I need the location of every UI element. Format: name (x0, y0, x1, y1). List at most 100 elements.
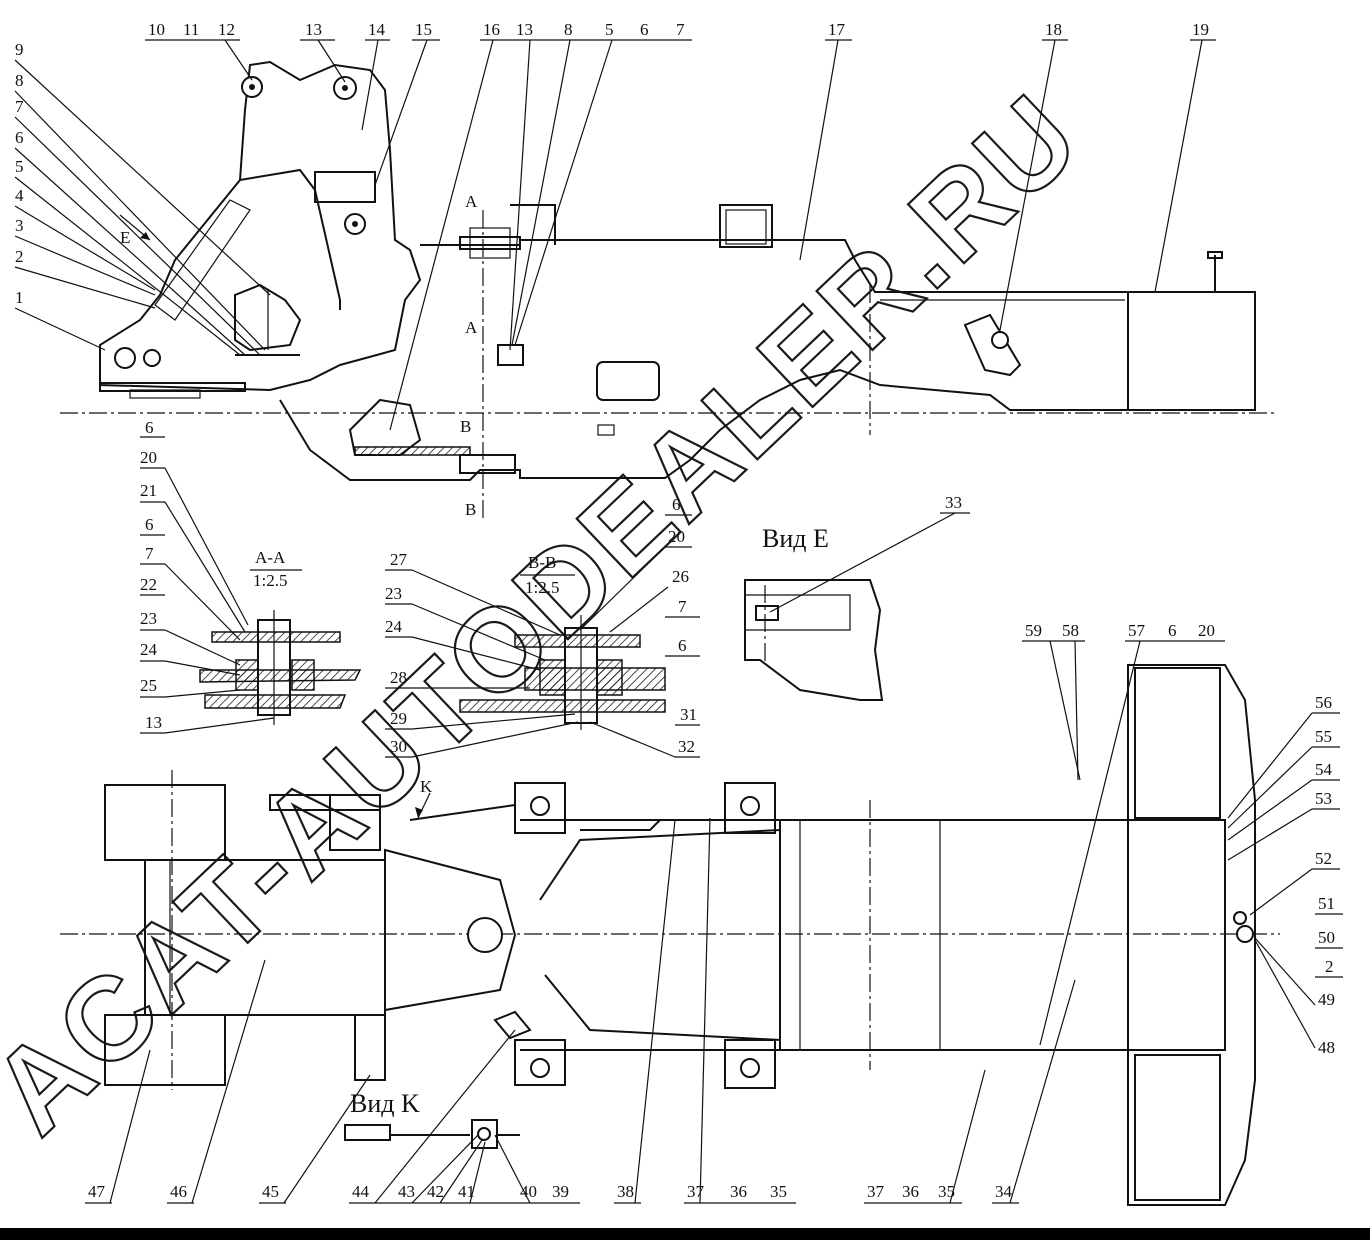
callout: 19 (1192, 20, 1209, 39)
callout: 48 (1318, 1038, 1335, 1057)
callout: 58 (1062, 621, 1079, 640)
callout: 1 (15, 288, 24, 307)
callout: 36 (902, 1182, 919, 1201)
callout: 35 (938, 1182, 955, 1201)
callouts-right-column: 56 55 54 53 52 51 50 2 49 48 (1227, 693, 1343, 1057)
bottom-border-bar (0, 1228, 1370, 1240)
callout: 7 (678, 597, 687, 616)
callout: 17 (828, 20, 846, 39)
callout: 9 (15, 40, 24, 59)
view-k-title: Вид K (350, 1089, 420, 1118)
callout: 7 (145, 544, 154, 563)
callout: 2 (1325, 957, 1334, 976)
callout: 33 (945, 493, 962, 512)
callout: 34 (995, 1182, 1013, 1201)
callout: 59 (1025, 621, 1042, 640)
callout: 56 (1315, 693, 1332, 712)
callout: 20 (1198, 621, 1215, 640)
callout: 6 (672, 495, 681, 514)
callout: 25 (140, 676, 157, 695)
callout: 49 (1318, 990, 1335, 1009)
cut-b-bottom-label: B (465, 500, 476, 519)
callout: 18 (1045, 20, 1062, 39)
callout: 50 (1318, 928, 1335, 947)
callout: 7 (15, 97, 24, 116)
callouts-top-row: 10 11 12 13 14 15 16 13 8 5 6 7 17 18 19 (145, 20, 1216, 431)
callout: 35 (770, 1182, 787, 1201)
callout: 6 (1168, 621, 1177, 640)
section-bb-scale: 1:2.5 (525, 578, 559, 597)
callout: 39 (552, 1182, 569, 1201)
callout: 11 (183, 20, 199, 39)
callout: 37 (687, 1182, 705, 1201)
section-b-b (459, 574, 666, 730)
callout: 46 (170, 1182, 187, 1201)
callout: 43 (398, 1182, 415, 1201)
callout: 4 (15, 186, 24, 205)
callout: 8 (15, 71, 24, 90)
callout: 2 (15, 247, 24, 266)
callout: 7 (676, 20, 685, 39)
callout: 51 (1318, 894, 1335, 913)
callout: 47 (88, 1182, 106, 1201)
cut-a-top-label: A (465, 192, 478, 211)
callout: 14 (368, 20, 386, 39)
section-bb-title: B-B (528, 553, 556, 572)
callout: 5 (15, 157, 24, 176)
view-e (744, 579, 884, 701)
view-k-arrow-label: K (420, 777, 433, 796)
callout: 38 (617, 1182, 634, 1201)
cut-a-mid-label: A (465, 318, 478, 337)
section-aa-title: A-A (255, 548, 286, 567)
callout: 8 (564, 20, 573, 39)
callout: 10 (148, 20, 165, 39)
callout: 45 (262, 1182, 279, 1201)
callout: 21 (140, 481, 157, 500)
callout: 32 (678, 737, 695, 756)
callout: 26 (672, 567, 689, 586)
callout: 42 (427, 1182, 444, 1201)
callout: 41 (458, 1182, 475, 1201)
callouts-plan-top: 59 58 57 6 20 (1022, 621, 1225, 1046)
callout: 23 (140, 609, 157, 628)
callout: 6 (678, 636, 687, 655)
callouts-section-a-a: 6 20 21 6 7 22 23 24 25 13 (140, 418, 275, 734)
plan-view (60, 664, 1280, 1206)
callout: 24 (140, 640, 158, 659)
callout: 15 (415, 20, 432, 39)
callout: 24 (385, 617, 403, 636)
callout: 6 (145, 418, 154, 437)
callout: 28 (390, 668, 407, 687)
cut-b-top-label: B (460, 417, 471, 436)
callout: 13 (305, 20, 322, 39)
callout: 55 (1315, 727, 1332, 746)
callouts-section-b-b: 6 20 26 7 6 27 23 24 28 29 30 31 32 (385, 495, 700, 758)
callout: 13 (516, 20, 533, 39)
callout: 27 (390, 550, 408, 569)
callouts-bottom-row: 47 46 45 44 43 42 41 40 39 38 37 36 35 3… (85, 817, 1076, 1204)
callout: 31 (680, 705, 697, 724)
callout: 20 (140, 448, 157, 467)
callout: 52 (1315, 849, 1332, 868)
callout: 57 (1128, 621, 1146, 640)
callout: 13 (145, 713, 162, 732)
callout: 20 (668, 527, 685, 546)
callout: 53 (1315, 789, 1332, 808)
callout: 22 (140, 575, 157, 594)
callout: 44 (352, 1182, 370, 1201)
callout: 12 (218, 20, 235, 39)
callout: 5 (605, 20, 614, 39)
view-e-title: Вид E (762, 524, 829, 553)
callouts-left-column: 9 8 7 6 5 4 3 2 1 (14, 40, 271, 356)
callout: 23 (385, 584, 402, 603)
callout: 16 (483, 20, 500, 39)
callout: 3 (15, 216, 24, 235)
callout: 6 (640, 20, 649, 39)
callout: 30 (390, 737, 407, 756)
callout: 54 (1315, 760, 1333, 779)
callouts-view-e: 33 (769, 493, 970, 613)
callout: 36 (730, 1182, 747, 1201)
section-aa-scale: 1:2.5 (253, 571, 287, 590)
section-a-a (199, 569, 362, 725)
